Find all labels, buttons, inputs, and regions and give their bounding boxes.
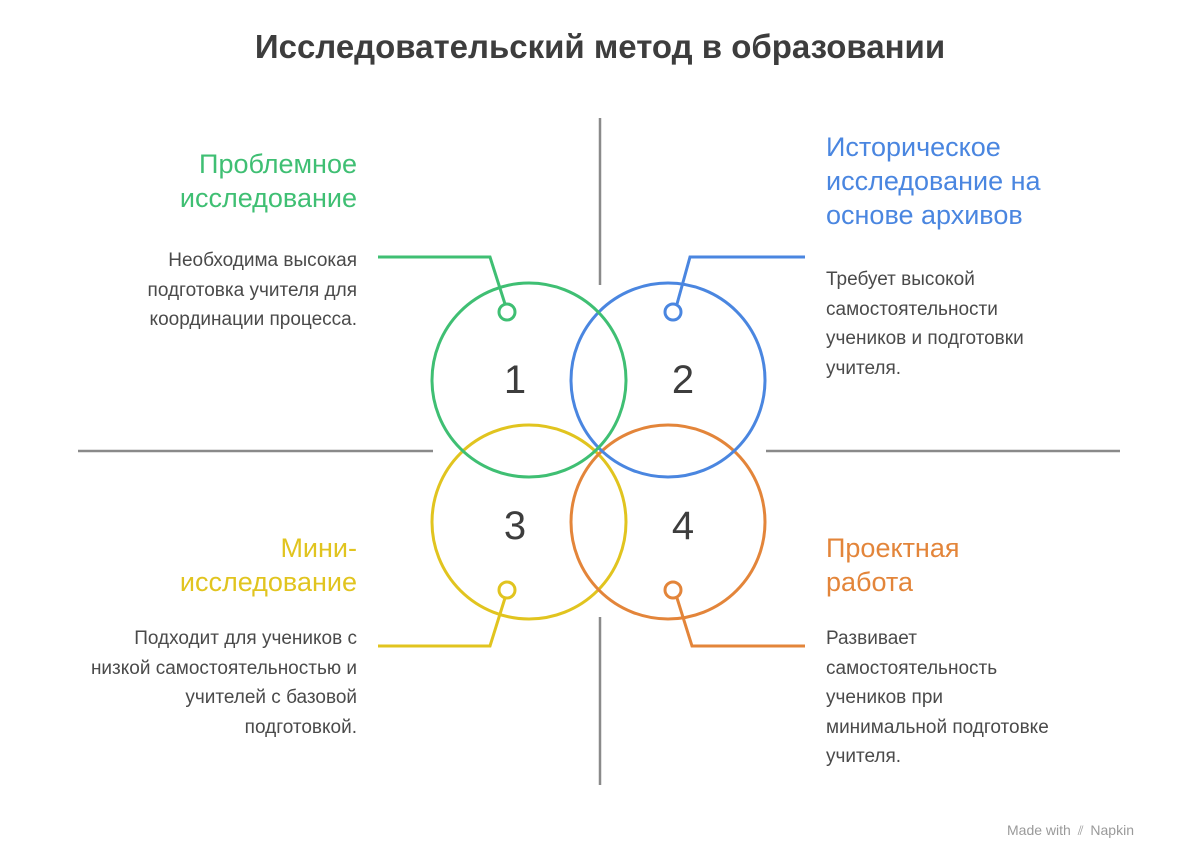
ring-number-4: 4	[672, 504, 694, 548]
footer-brand: Napkin	[1090, 822, 1134, 838]
quadrant-1-description: Необходима высокая подготовка учителя дл…	[147, 250, 357, 330]
ring-4	[569, 423, 767, 621]
connector-dot-3	[497, 580, 517, 600]
ring-2	[569, 281, 767, 479]
connector-2	[675, 255, 805, 305]
quadrant-2-description: Требует высокой самостоятельности ученик…	[826, 269, 1024, 379]
connector-dot-1	[497, 302, 517, 322]
quadrant-4-description: Развивает самостоятельность учеников при…	[826, 628, 1049, 767]
ring-number-1: 1	[504, 358, 526, 402]
quadrant-3-heading: Мини-исследование	[179, 533, 357, 597]
connector-4	[675, 597, 805, 648]
footer-made-with: Made with	[1007, 822, 1071, 838]
quadrant-4-heading: Проектная работа	[826, 533, 960, 597]
ring-3	[430, 423, 628, 621]
connector-3	[378, 597, 507, 648]
ring-number-3: 3	[504, 504, 526, 548]
napkin-logo-icon: ⫽	[1077, 823, 1084, 838]
connector-dot-2	[663, 302, 683, 322]
ring-number-2: 2	[672, 358, 694, 402]
footer-credit: Made with ⫽ Napkin	[1007, 822, 1134, 839]
connector-1	[378, 255, 507, 305]
quadrant-3-description: Подходит для учеников с низкой самостоят…	[90, 628, 357, 738]
connector-dot-4	[663, 580, 683, 600]
quadrant-1-heading: Проблемное исследование	[179, 149, 357, 213]
ring-1	[430, 281, 628, 479]
quadrant-2-heading: Историческое исследование на основе архи…	[826, 132, 1041, 230]
page-title: Исследовательский метод в образовании	[254, 28, 946, 65]
